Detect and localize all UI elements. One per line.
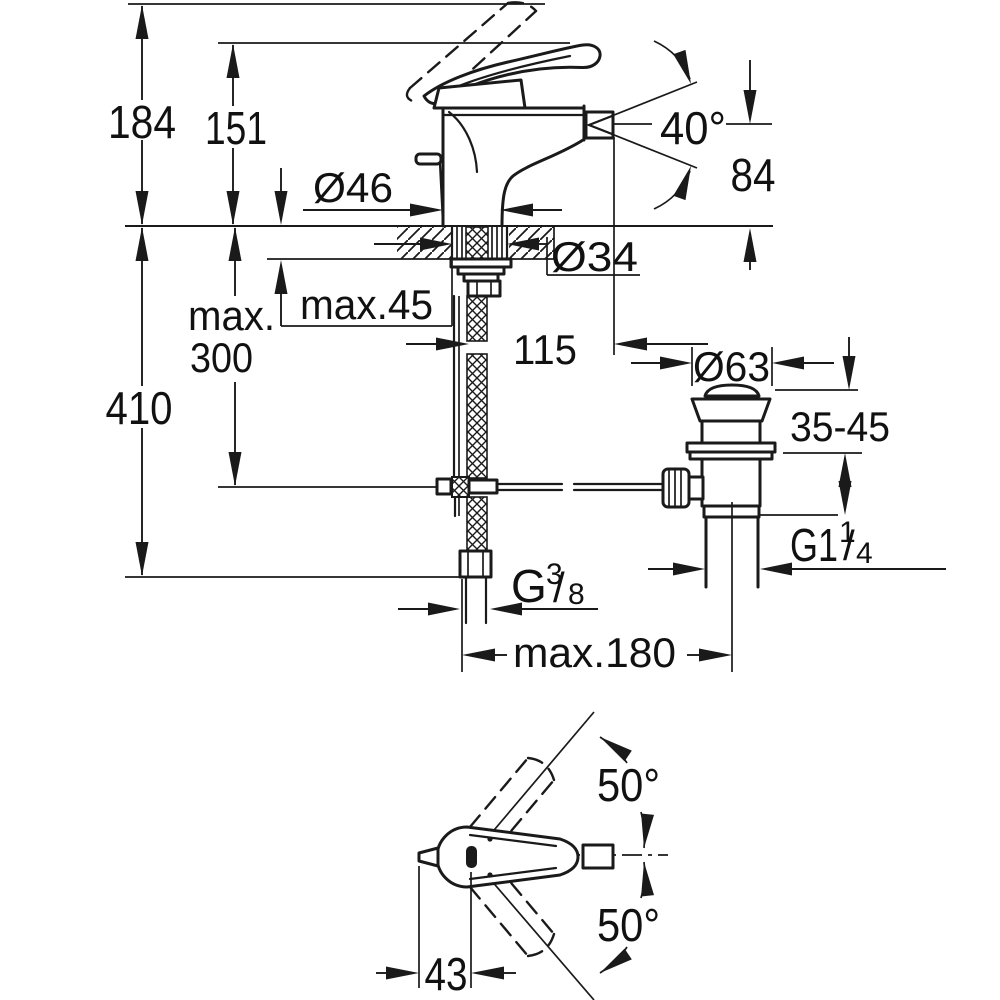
rod-coupling [435,477,453,496]
dim-max45: max.45 [274,168,453,328]
label-184: 184 [108,96,176,148]
label-151: 151 [205,102,267,154]
aerator-top [581,843,615,870]
waste-flange [690,397,772,423]
dim-184: 184 [108,3,545,225]
label-max300-line1: max. [188,292,275,339]
label-43: 43 [425,948,468,1000]
label-d46: Ø46 [313,164,393,211]
dim-151: 151 [205,42,570,225]
label-g114-main: G1 [790,519,838,571]
body-contour [447,110,479,174]
label-max300-line2: 300 [190,334,253,381]
front-view: 184 151 40° 84 [106,1,946,676]
dim-max300: max. 300 [188,227,437,488]
dim-43: 43 [376,866,516,1000]
faucet-front [414,43,615,228]
label-d34: Ø34 [551,233,638,280]
arc-arrow [673,166,691,201]
dim-d46: Ø46 [303,164,562,217]
lever-pin-top [466,846,477,868]
label-40deg: 40° [660,102,726,154]
g38-nut [458,549,493,579]
top-view: 50° 50° 43 [376,711,668,1000]
mounting-shank [449,225,513,298]
label-d63: Ø63 [693,343,770,390]
dim-d34: Ø34 [374,233,640,280]
dim-115: 115 [406,137,708,373]
label-max180: max.180 [513,629,676,676]
dim-max180: max.180 [461,579,732,676]
waste-knurled-knob [661,467,691,509]
label-g114-sup: 1 [839,516,856,549]
label-410: 410 [106,382,173,434]
label-50deg-top: 50° [597,759,660,811]
label-g38-sub: 8 [568,578,585,611]
waste-assembly [661,383,777,672]
waste-plug-cap [703,383,761,398]
label-84: 84 [731,149,776,201]
pop-up-rod-upper [438,162,445,226]
spray-angle-indicator [588,40,698,210]
spout-tip-top [417,846,440,868]
label-max45: max.45 [300,281,433,328]
supply-hose [465,226,489,552]
dim-d63: Ø63 [631,343,834,390]
label-35-45: 35-45 [790,403,890,450]
label-g38-main: G [511,560,547,612]
pop-up-rod-knob [414,152,443,166]
swing-angle-indicator: 50° 50° [477,711,668,1000]
label-g114-slash: / [843,522,855,569]
g38-connector [458,549,493,625]
faucet-top-outline [435,825,580,889]
dim-84: 84 [726,60,776,270]
dim-g114: G1 1 / 4 [648,516,946,576]
label-g38-sup: 3 [546,558,563,591]
dim-35-45: 35-45 [760,337,890,516]
faucet-top [417,825,615,889]
mounting-nut [466,279,502,298]
dim-410: 410 [106,227,461,578]
spout-underside [500,138,585,228]
deck-section [125,225,773,260]
dim-g38: G 3 / 8 [398,558,598,616]
label-115: 115 [513,326,577,373]
dim-40deg: 40° [660,102,726,154]
arc-arrow [673,49,691,84]
label-50deg-bottom: 50° [597,899,660,951]
label-g38-slash: / [553,564,565,611]
label-g114-sub: 4 [856,537,873,570]
